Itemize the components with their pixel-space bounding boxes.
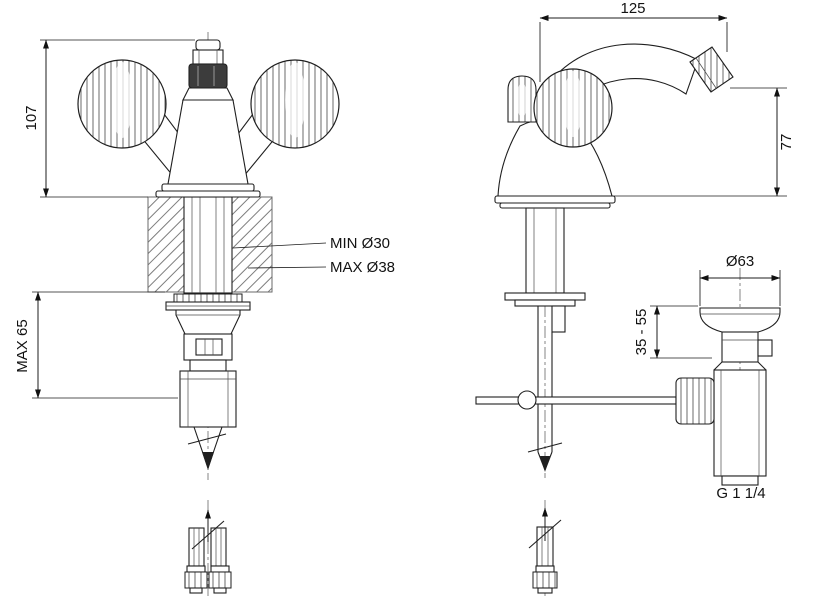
dim-front-depth: MAX 65 bbox=[14, 291, 178, 399]
dim-height-range-label: 35 - 55 bbox=[633, 309, 650, 356]
front-view bbox=[77, 39, 340, 594]
side-view bbox=[475, 43, 734, 594]
knurled-nut bbox=[675, 377, 715, 425]
dim-flange-diameter-label: Ø63 bbox=[726, 253, 754, 270]
dim-height-label: 107 bbox=[23, 105, 40, 130]
dim-drain-diameter: Ø63 bbox=[699, 253, 781, 306]
note-hole-max: MAX Ø38 bbox=[330, 259, 395, 276]
front-hoses-detail bbox=[184, 509, 232, 594]
dim-reach-label: 125 bbox=[620, 0, 645, 17]
dim-side-reach: 125 bbox=[539, 0, 728, 82]
dim-front-height: 107 bbox=[23, 39, 195, 198]
hole-diameter-notes: MIN Ø30 MAX Ø38 bbox=[232, 235, 395, 276]
dim-side-height: 77 bbox=[614, 87, 795, 197]
aerator-dark-ring bbox=[188, 63, 228, 89]
drain-detail bbox=[675, 307, 781, 486]
dim-depth-label: MAX 65 bbox=[14, 319, 31, 372]
side-hose-detail bbox=[528, 507, 562, 594]
dim-spout-height-label: 77 bbox=[778, 134, 795, 151]
dim-drain-range: 35 - 55 bbox=[633, 305, 712, 359]
thread-spec-label: G 1 1/4 bbox=[716, 485, 765, 502]
note-hole-min: MIN Ø30 bbox=[330, 235, 390, 252]
